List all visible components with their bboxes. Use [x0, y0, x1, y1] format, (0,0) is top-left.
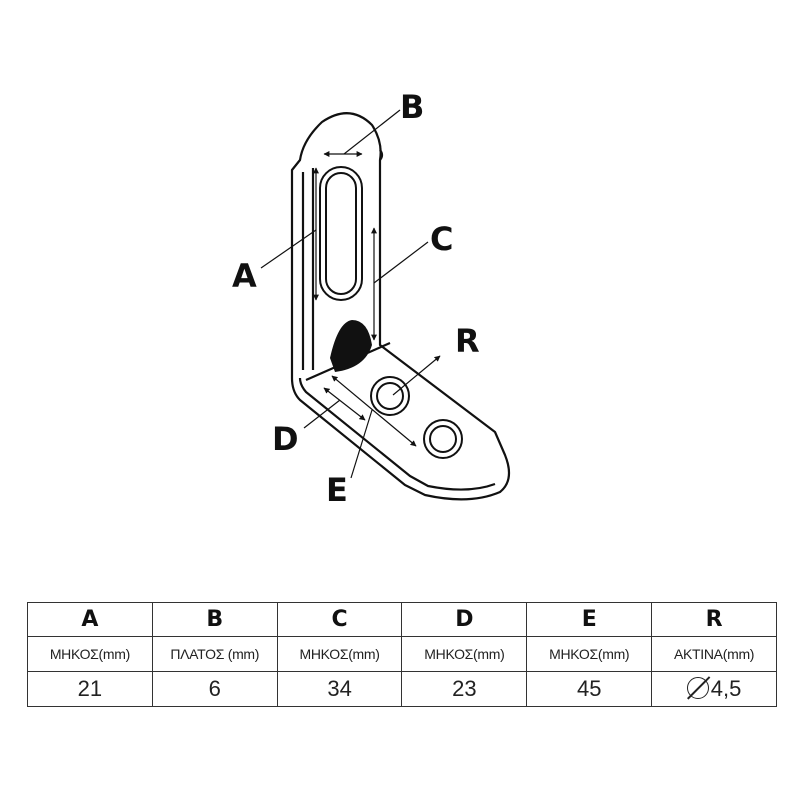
header-letter-r: R	[651, 602, 777, 637]
value-r-cell: 4,5	[651, 671, 777, 707]
dimension-e	[331, 375, 417, 447]
leader-lines	[260, 109, 429, 479]
unit-r: ΑΚΤΙΝΑ(mm)	[651, 636, 777, 672]
callout-a: A	[232, 257, 257, 295]
header-letter-d: D	[401, 602, 528, 637]
table-header-row: A B C D E R	[27, 602, 777, 637]
value-d: 23	[401, 671, 528, 707]
unit-a: ΜΗΚΟΣ(mm)	[27, 636, 153, 672]
value-r: 4,5	[710, 676, 742, 701]
leader-d	[303, 399, 341, 429]
callout-c: C	[430, 220, 453, 258]
dimension-lines	[313, 151, 441, 447]
header-letter-b: B	[151, 602, 278, 637]
slot-hole	[319, 166, 363, 301]
value-c: 34	[276, 671, 403, 707]
diameter-symbol-icon	[686, 677, 709, 699]
header-letter-e: E	[526, 602, 653, 637]
angle-bracket-diagram: A B C D E R	[232, 88, 511, 509]
callout-r: R	[455, 322, 480, 360]
dimension-d	[323, 387, 366, 421]
bracket-outline	[290, 112, 511, 501]
unit-d: ΜΗΚΟΣ(mm)	[401, 636, 528, 672]
leader-c	[373, 241, 429, 284]
leader-b	[343, 109, 401, 155]
unit-c: ΜΗΚΟΣ(mm)	[276, 636, 403, 672]
table-units-row: ΜΗΚΟΣ(mm) ΠΛΑΤΟΣ (mm) ΜΗΚΟΣ(mm) ΜΗΚΟΣ(mm…	[27, 636, 777, 672]
round-hole-2	[423, 419, 463, 459]
stiffening-rib	[330, 320, 372, 372]
callout-e: E	[326, 471, 348, 509]
callout-d: D	[272, 420, 299, 458]
header-letter-a: A	[27, 602, 153, 637]
table-values-row: 21 6 34 23 45 4,5	[27, 671, 777, 707]
value-b: 6	[151, 671, 278, 707]
unit-e: ΜΗΚΟΣ(mm)	[526, 636, 653, 672]
round-hole-1	[370, 376, 410, 416]
leader-e	[350, 409, 373, 479]
callout-b: B	[400, 88, 424, 126]
dimension-r	[392, 355, 441, 396]
header-letter-c: C	[276, 602, 403, 637]
unit-b: ΠΛΑΤΟΣ (mm)	[151, 636, 278, 672]
value-a: 21	[27, 671, 153, 707]
leader-a	[260, 229, 317, 269]
dimensions-table: A B C D E R ΜΗΚΟΣ(mm) ΠΛΑΤΟΣ (mm) ΜΗΚΟΣ(…	[27, 602, 777, 707]
value-e: 45	[526, 671, 653, 707]
